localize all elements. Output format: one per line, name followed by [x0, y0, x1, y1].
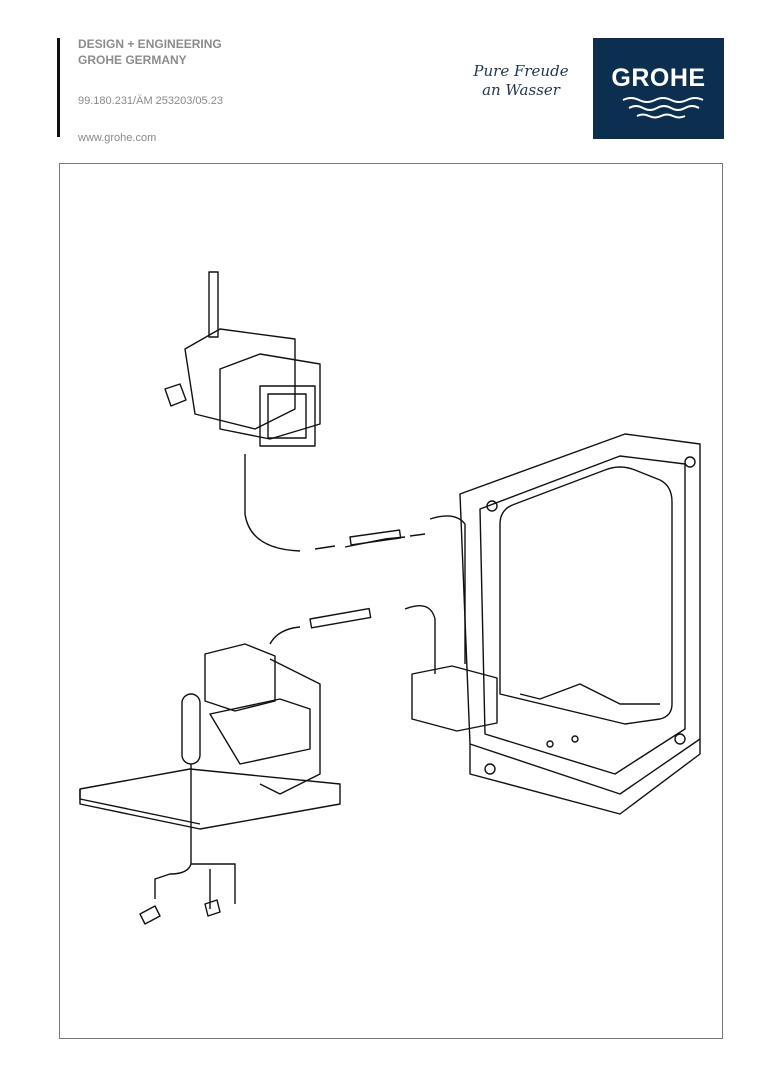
sensor-bracket: [79, 643, 341, 925]
water-waves-icon: [622, 97, 704, 119]
drawing-frame: [59, 163, 723, 1039]
technical-drawing: [79, 271, 701, 925]
website-link[interactable]: www.grohe.com: [78, 132, 157, 144]
solenoid-valve: [164, 271, 321, 447]
logo-text: GROHE: [611, 64, 706, 92]
header-rule: [57, 38, 60, 137]
document-number: 99.180.231/ÄM 253203/05.23: [78, 95, 223, 107]
slogan: Pure Freude an Wasser: [466, 62, 576, 100]
grohe-logo: GROHE: [593, 38, 724, 139]
slogan-line-1: Pure Freude: [473, 62, 569, 80]
header-line-2: GROHE GERMANY: [78, 53, 187, 67]
mounting-frame: [459, 433, 701, 815]
control-box: [411, 665, 498, 732]
header-line-1: DESIGN + ENGINEERING: [78, 37, 222, 51]
valve-cable: [244, 454, 301, 552]
slogan-line-2: an Wasser: [482, 81, 560, 99]
